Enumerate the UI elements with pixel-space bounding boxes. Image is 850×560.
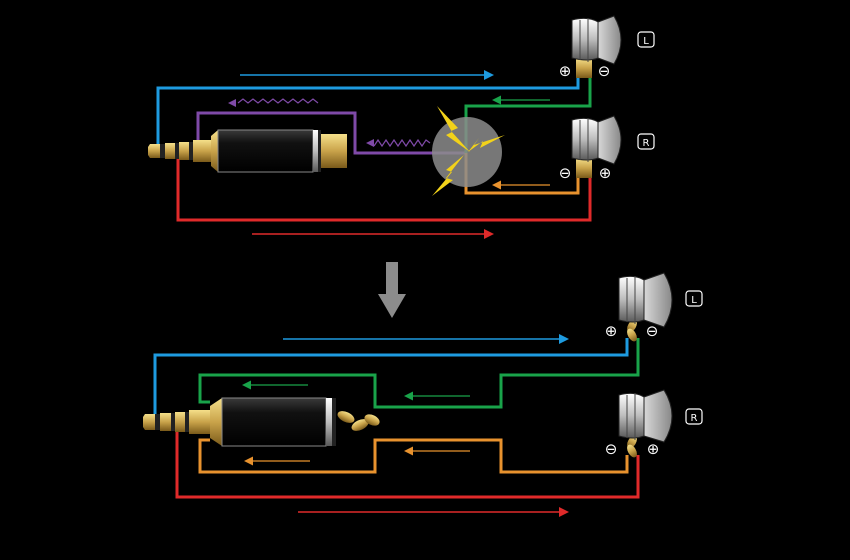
blue-wire	[156, 78, 580, 148]
crosstalk-arrowhead-1	[228, 99, 236, 107]
twisted-cable	[337, 411, 380, 431]
crosstalk-arrowhead-2	[366, 139, 374, 147]
red-wire	[175, 432, 640, 499]
polarity-plus: ⊕	[559, 62, 572, 80]
polarity-minus: ⊖	[646, 322, 659, 340]
down-arrow-icon	[378, 262, 406, 318]
crosstalk-wave-1	[237, 98, 319, 104]
left-channel-badge: L	[685, 290, 703, 307]
earbud-icon	[571, 15, 622, 78]
headphone-plug-icon	[143, 397, 380, 447]
purple-wire	[196, 111, 466, 155]
polarity-minus: ⊖	[598, 62, 611, 80]
polarity-minus: ⊖	[559, 164, 572, 182]
blue-wire	[153, 338, 629, 415]
polarity-plus: ⊕	[599, 164, 612, 182]
top-diagram: L ⊕ ⊖ R ⊖ ⊕	[148, 15, 655, 239]
orange-wire	[198, 438, 629, 474]
polarity-plus: ⊕	[605, 322, 618, 340]
polarity-plus: ⊕	[647, 440, 660, 458]
svg-text:L: L	[643, 36, 649, 47]
headphone-plug-icon	[148, 129, 347, 173]
bottom-diagram: L ⊕ ⊖ R ⊖ ⊕	[143, 272, 703, 517]
left-channel-badge: L	[637, 31, 655, 48]
crosstalk-wave-2	[373, 138, 431, 148]
earbud-icon	[618, 272, 673, 342]
green-wire	[198, 338, 640, 409]
polarity-minus: ⊖	[605, 440, 618, 458]
svg-text:R: R	[643, 138, 650, 149]
right-channel-badge: R	[685, 408, 703, 425]
svg-text:L: L	[691, 295, 697, 306]
svg-text:R: R	[691, 413, 698, 424]
red-wire	[176, 158, 592, 222]
earbud-icon	[618, 389, 673, 458]
crosstalk-junction	[432, 117, 502, 187]
lightning-icon	[432, 106, 505, 196]
right-channel-badge: R	[637, 133, 655, 150]
earbud-icon	[571, 115, 622, 178]
